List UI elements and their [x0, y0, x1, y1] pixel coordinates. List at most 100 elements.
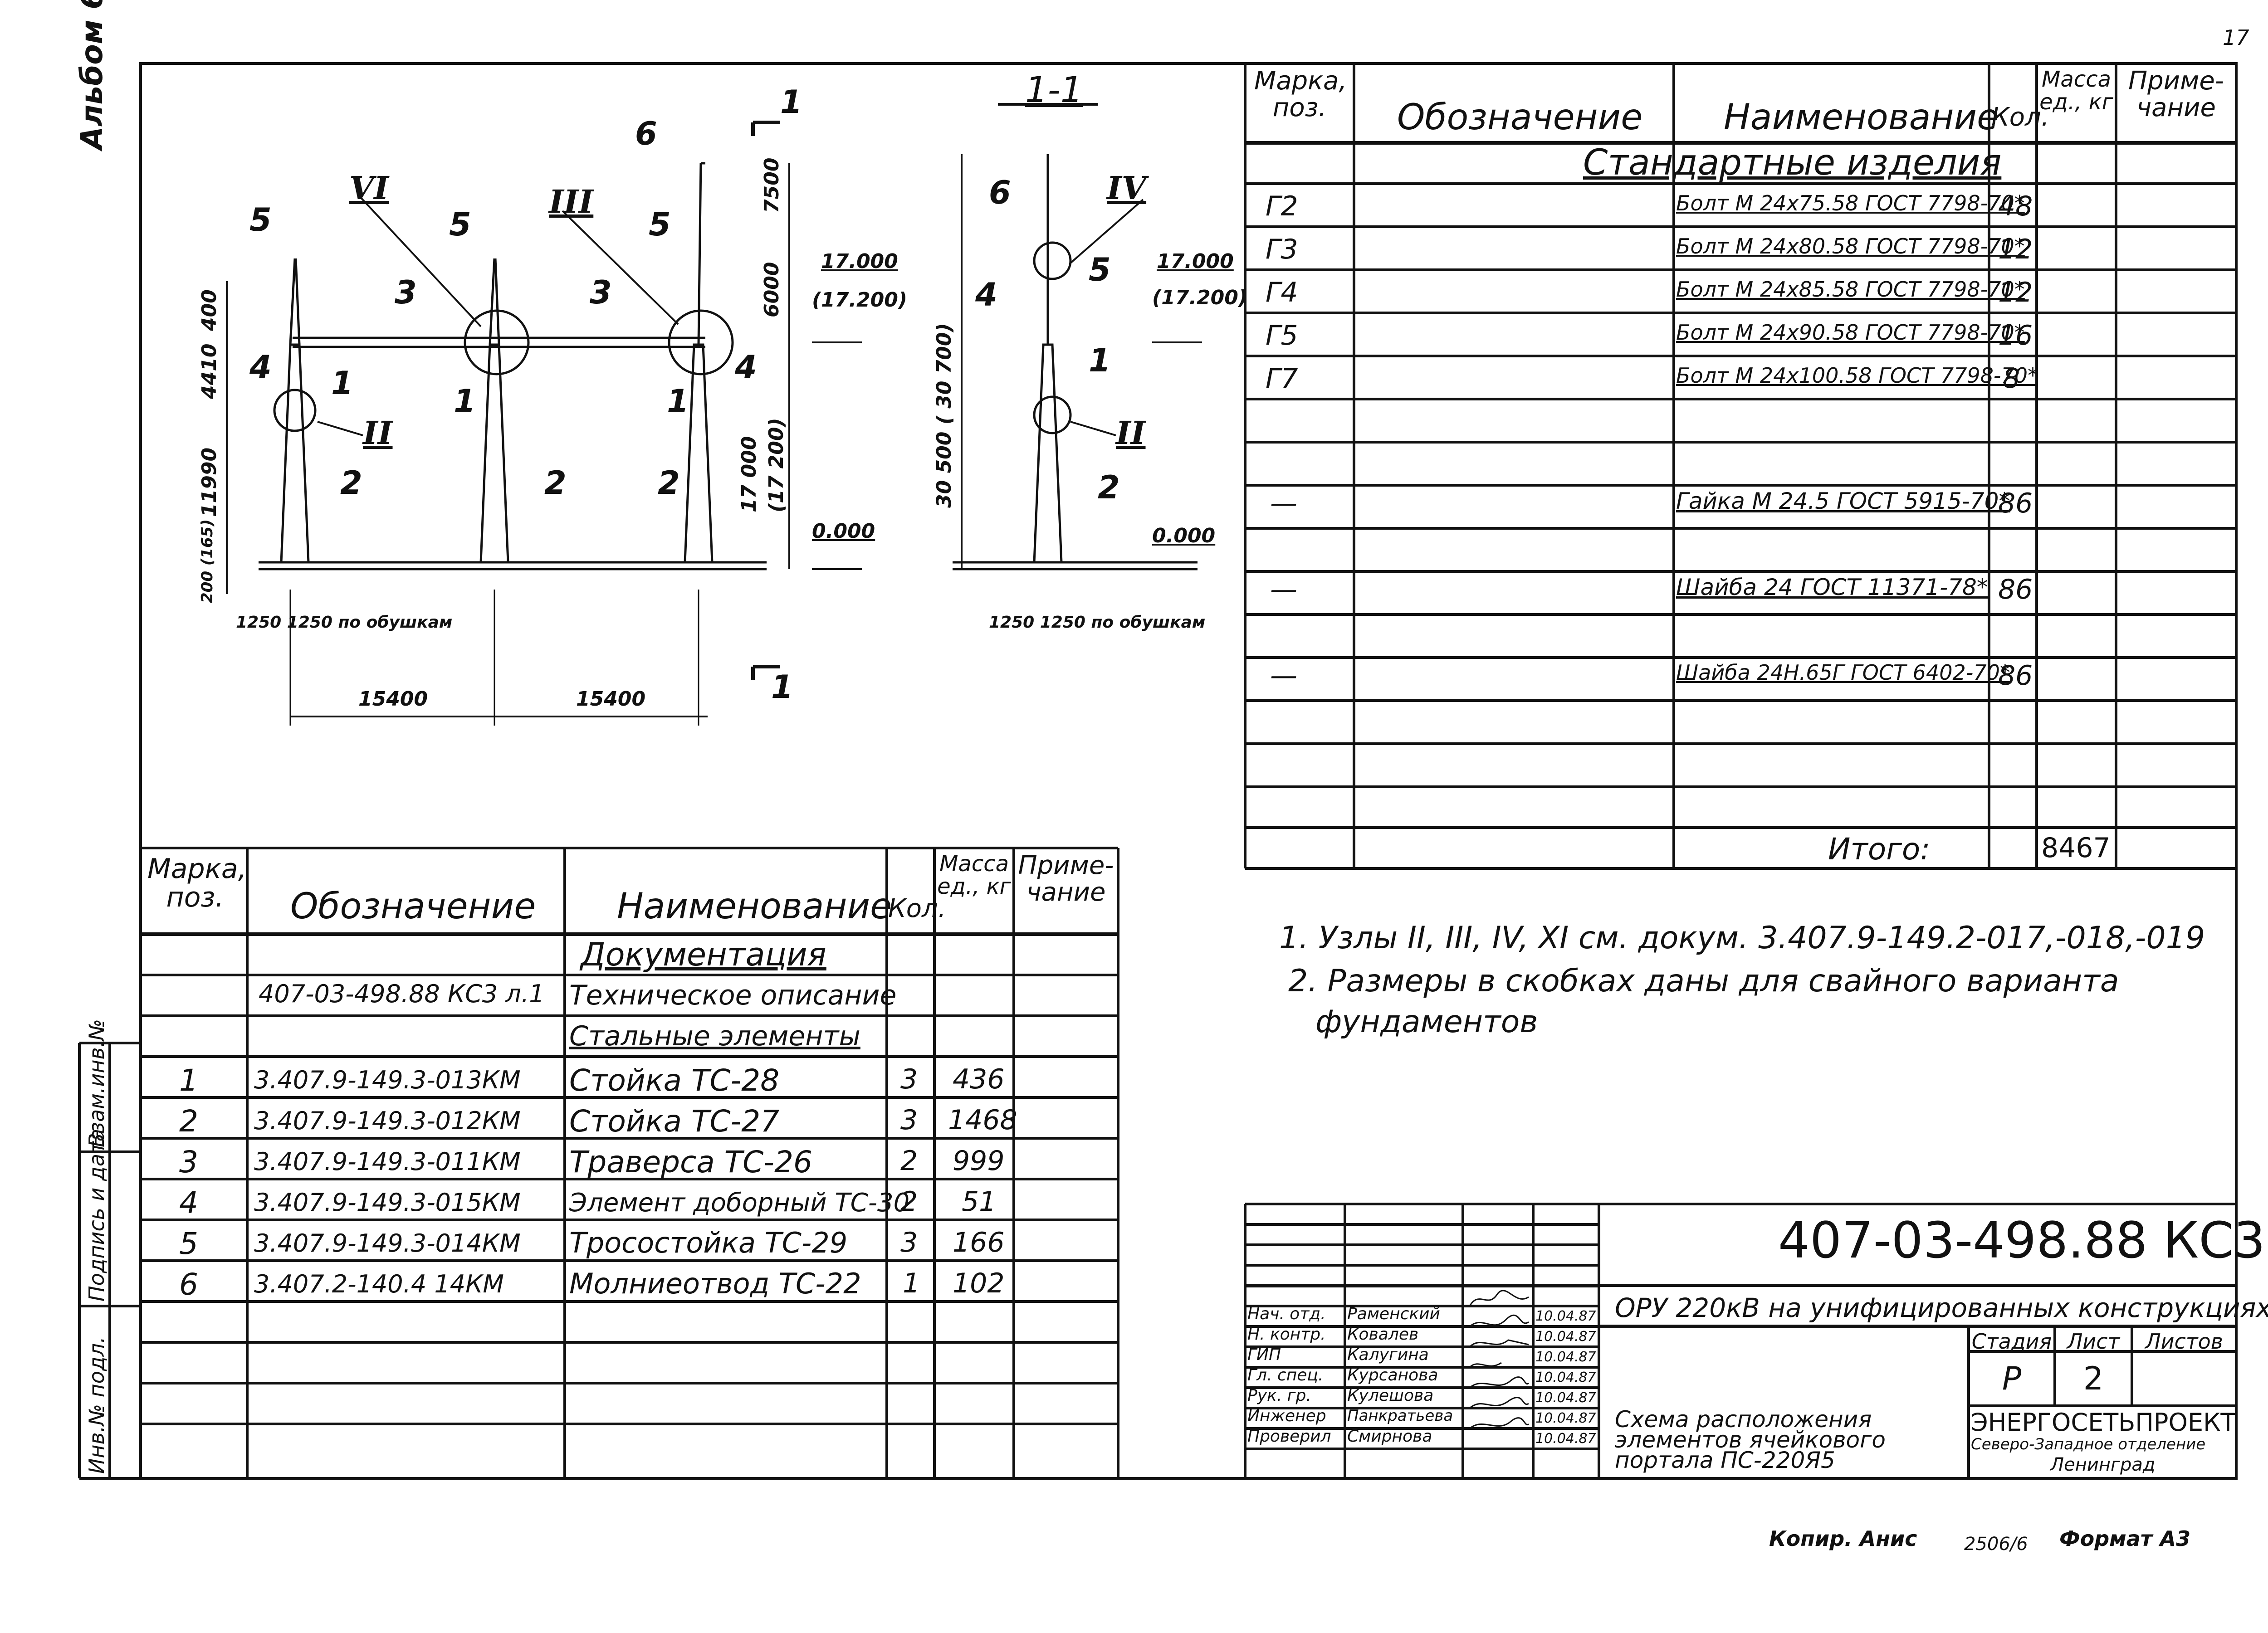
spec-bottom-code-0: 3.407.9-149.3-013КМ — [254, 1066, 521, 1094]
node-label-vi: VI — [349, 169, 389, 207]
elev-17200: (17.200) — [812, 288, 908, 312]
note-1: 1. Узлы II, III, IV, XI см. докум. 3.407… — [1279, 920, 2205, 956]
signer-role-4: Рук. гр. — [1247, 1386, 1311, 1405]
dim-4410: 4410 — [198, 343, 221, 399]
spec-top-qty-0: 48 — [1998, 190, 2033, 222]
spec-bottom-h-qty: Кол. — [888, 894, 946, 923]
side-label-inv: Инв.№ подл. — [84, 1336, 109, 1474]
pos-label-3b: 3 — [590, 274, 612, 311]
sec-elev-17000: 17.000 — [1157, 250, 1234, 273]
side-label-replace: Взам.инв.№ — [84, 1019, 109, 1147]
copied-note: Копир. Анис — [1769, 1526, 1917, 1551]
spec-bottom-code-2: 3.407.9-149.3-011КМ — [254, 1147, 521, 1176]
section-title: 1-1 — [1025, 70, 1083, 111]
dim-400: 400 — [198, 289, 221, 331]
spec-top-qty-5: 86 — [1998, 487, 2033, 519]
spec-bottom-name-1: Стойка ТС-27 — [569, 1104, 780, 1139]
sec-pos-6: 6 — [989, 174, 1011, 211]
section-mark-bottom: 1 — [771, 668, 793, 706]
spec-top-h-note: Приме- чание — [2128, 66, 2224, 122]
section-view — [953, 103, 1202, 570]
signer-date-6: 10.04.87 — [1535, 1431, 1596, 1447]
elev-17000: 17.000 — [821, 250, 898, 273]
spec-bottom-doc-name: Техническое описание — [569, 980, 897, 1011]
spec-top-total-label: Итого: — [1828, 832, 1931, 867]
spec-bottom-qty-1: 3 — [900, 1104, 918, 1136]
signer-date-4: 10.04.87 — [1535, 1390, 1596, 1406]
spec-top-mark-5: — — [1270, 487, 1297, 519]
signer-date-1: 10.04.87 — [1535, 1329, 1596, 1345]
spec-top-name-2: Болт М 24х85.58 ГОСТ 7798-70* — [1676, 277, 2025, 302]
spec-bottom-h-code: Обозначение — [290, 886, 536, 927]
note-3: фундаментов — [1315, 1004, 1538, 1040]
sheets-header: Листов — [2145, 1329, 2223, 1354]
signer-role-3: Гл. спец. — [1247, 1366, 1324, 1384]
pos-label-1b: 1 — [454, 383, 476, 420]
spec-top-mark-1: Г3 — [1266, 234, 1298, 265]
signer-date-0: 10.04.87 — [1535, 1308, 1596, 1324]
pos-label-2c: 2 — [658, 464, 680, 502]
spec-top-name-5: Гайка М 24.5 ГОСТ 5915-70* — [1676, 488, 2010, 514]
spec-top-qty-2: 12 — [1998, 277, 2033, 308]
pos-label-6: 6 — [635, 115, 657, 152]
sec-pos-5: 5 — [1089, 251, 1111, 288]
spec-bottom-qty-2: 2 — [900, 1145, 918, 1177]
title-block-grid — [1244, 1203, 2236, 1478]
spec-bottom-name-2: Траверса ТС-26 — [569, 1145, 812, 1180]
spec-top-total-mass: 8467 — [2041, 832, 2111, 864]
spec-bottom-mass-1: 1468 — [948, 1104, 1017, 1136]
signature-3 — [1469, 1362, 1502, 1368]
pos-label-1a: 1 — [331, 365, 353, 402]
sheet-header: Лист — [2067, 1329, 2120, 1354]
spec-top-mark-4: Г7 — [1266, 363, 1298, 395]
sheet-number: 2506/6 — [1964, 1534, 2028, 1555]
spec-top-qty-1: 12 — [1998, 234, 2033, 265]
spec-bottom-mark-3: 4 — [179, 1185, 198, 1220]
side-label-sign: Подпись и дата — [84, 1128, 109, 1302]
sec-dim-30500: 30 500 ( 30 700) — [933, 323, 956, 508]
spec-bottom-mass-5: 102 — [953, 1267, 1005, 1299]
node-label-iii: III — [549, 183, 594, 220]
album-label: Альбом 6 — [74, 0, 109, 150]
spec-bottom-mass-4: 166 — [953, 1227, 1005, 1258]
spec-bottom-qty-5: 1 — [903, 1267, 920, 1299]
spec-bottom-name-5: Молниеотвод ТС-22 — [569, 1267, 861, 1300]
spec-top-mark-6: — — [1270, 574, 1297, 605]
signer-name-6: Смирнова — [1347, 1427, 1432, 1446]
sec-node-iv: IV — [1107, 169, 1147, 207]
pos-label-3a: 3 — [395, 274, 417, 311]
spec-top-qty-6: 86 — [1998, 574, 2033, 605]
signature-6 — [1469, 1417, 1530, 1429]
elev-zero-front: 0.000 — [812, 520, 875, 543]
spec-bottom-grid — [141, 847, 1119, 1478]
signature-0 — [1469, 1290, 1529, 1306]
dim-17000: 17 000 — [738, 436, 761, 512]
spec-top-name-7: Шайба 24Н.65Г ГОСТ 6402-70* — [1676, 660, 2010, 685]
pos-label-1c: 1 — [667, 383, 689, 420]
spec-bottom-qty-4: 3 — [900, 1227, 918, 1258]
dim-6000: 6000 — [760, 262, 783, 317]
spec-top-name-3: Болт М 24х90.58 ГОСТ 7798-70* — [1676, 320, 2025, 345]
node-label-ii: II — [363, 414, 393, 452]
dim-7500: 7500 — [760, 157, 783, 213]
project-name: ОРУ 220кВ на унифицированных конструкция… — [1615, 1292, 2268, 1323]
spec-bottom-code-3: 3.407.9-149.3-015КМ — [254, 1188, 521, 1217]
spec-bottom-doc-section: Документация — [581, 936, 826, 973]
spec-top-h-mark: Марка, поз. — [1254, 66, 1347, 122]
page-mark: 17 — [2223, 25, 2249, 50]
pos-label-4b: 4 — [735, 349, 757, 386]
signer-date-5: 10.04.87 — [1535, 1410, 1596, 1426]
spec-bottom-h-name: Наименование — [617, 886, 892, 927]
sec-node-ii: II — [1116, 414, 1146, 452]
pos-label-5b: 5 — [449, 206, 471, 243]
org-name: ЭНЕРГОСЕТЬПРОЕКТ — [1971, 1408, 2236, 1437]
spec-top-qty-4: 8 — [2003, 363, 2020, 395]
spec-top-mark-3: Г5 — [1266, 320, 1298, 351]
spec-top-name-4: Болт М 24х100.58 ГОСТ 7798-70* — [1676, 363, 2038, 388]
pos-label-2a: 2 — [340, 464, 362, 502]
spec-bottom-name-4: Тросостойка ТС-29 — [569, 1226, 848, 1259]
signer-role-2: ГИП — [1247, 1345, 1281, 1364]
sec-pos-1: 1 — [1089, 342, 1111, 379]
spec-top-qty-7: 86 — [1998, 660, 2033, 692]
